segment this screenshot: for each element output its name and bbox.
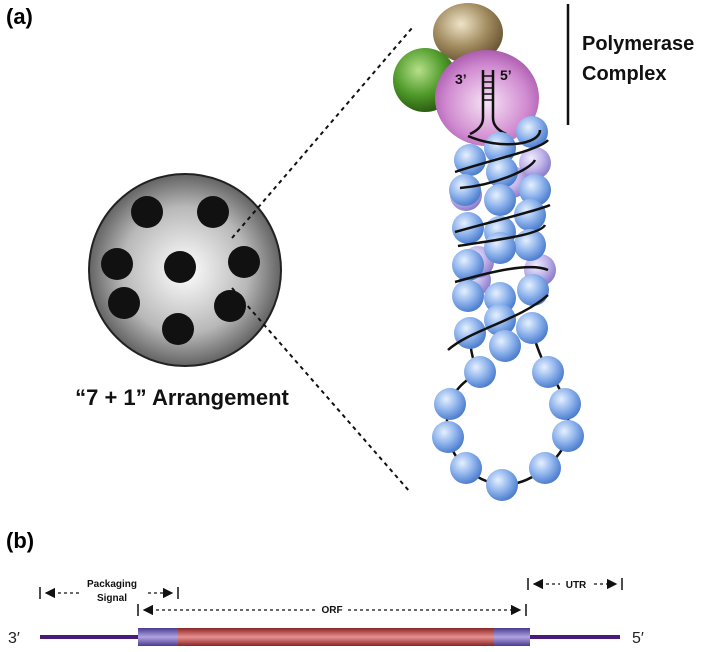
- nucleoprotein-bead: [549, 388, 581, 420]
- nucleoprotein-bead-back: [519, 147, 551, 179]
- packaging-label-line1: Packaging: [87, 579, 137, 590]
- utr-block-5prime: [494, 628, 530, 646]
- utr-block-3prime: [138, 628, 178, 646]
- packaging-label-line2: Signal: [97, 593, 127, 604]
- arrangement-label: “7 + 1” Arrangement: [75, 385, 289, 410]
- nucleoprotein-bead: [486, 156, 518, 188]
- nucleoprotein-bead: [484, 304, 516, 336]
- rnp-segment: [228, 246, 260, 278]
- strand-5prime-end: 5′: [632, 630, 644, 647]
- polymerase-label-line2: Complex: [582, 63, 666, 85]
- genome-segment-map: 3′ 5′ Packaging Signal ORF UTR: [8, 577, 644, 647]
- rna-3prime-strand: [469, 70, 485, 136]
- label-5prime: 5’: [500, 67, 512, 83]
- nucleoprotein-bead: [432, 421, 464, 453]
- polymerase-label-line1: Polymerase: [582, 33, 694, 55]
- rnp-segment-center: [164, 251, 196, 283]
- virion-cross-section: [88, 173, 282, 367]
- orf-label: ORF: [321, 605, 342, 616]
- zoom-line-bottom: [231, 287, 411, 493]
- nucleoprotein-bead: [486, 469, 518, 501]
- rna-helix-strand: [447, 129, 551, 351]
- nucleoprotein-bead: [529, 452, 561, 484]
- rnp-segment: [197, 196, 229, 228]
- nucleoprotein-bead: [484, 282, 516, 314]
- rnp-segment: [108, 287, 140, 319]
- polymerase-complex: 3’ 5’: [393, 3, 539, 146]
- strand-3prime-end: 3′: [8, 630, 20, 647]
- panel-label-b: (b): [6, 528, 34, 553]
- rnp-segment: [101, 248, 133, 280]
- rnp-segment: [162, 313, 194, 345]
- nucleoprotein-bead: [450, 452, 482, 484]
- nucleoprotein-bead: [489, 330, 521, 362]
- nucleoprotein-bead: [532, 356, 564, 388]
- rnp-segment: [131, 196, 163, 228]
- nucleoprotein-bead: [454, 317, 486, 349]
- polymerase-subunit-pb2: [433, 3, 503, 63]
- panel-label-a: (a): [6, 4, 33, 29]
- nucleoprotein-bead: [516, 116, 548, 148]
- nucleoprotein-bead: [454, 144, 486, 176]
- nucleoprotein-bead: [552, 420, 584, 452]
- nucleoprotein-bead: [484, 184, 516, 216]
- nucleoprotein-bead: [434, 388, 466, 420]
- label-3prime: 3’: [455, 71, 467, 87]
- nucleoprotein-bead: [516, 312, 548, 344]
- nucleoprotein-bead: [519, 174, 551, 206]
- zoom-line-top: [231, 27, 413, 239]
- nucleoprotein-helix: [432, 116, 584, 501]
- polymerase-subunit-pb1: [435, 50, 539, 146]
- nucleoprotein-bead: [452, 249, 484, 281]
- utr-label: UTR: [566, 580, 587, 591]
- orf-block: [178, 628, 494, 646]
- base-pair-rungs: [483, 75, 493, 101]
- rnp-segment: [214, 290, 246, 322]
- nucleoprotein-bead: [514, 199, 546, 231]
- nucleoprotein-bead: [449, 174, 481, 206]
- nucleoprotein-bead: [517, 274, 549, 306]
- nucleoprotein-bead: [464, 356, 496, 388]
- nucleoprotein-bead: [514, 229, 546, 261]
- nucleoprotein-bead: [452, 280, 484, 312]
